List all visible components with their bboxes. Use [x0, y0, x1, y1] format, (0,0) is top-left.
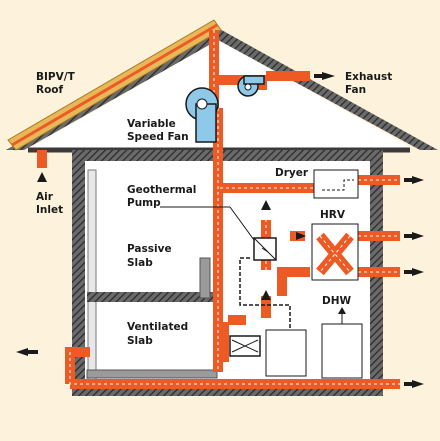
- attic-space: [30, 40, 412, 148]
- arrow-floor-out: [412, 380, 424, 388]
- arrow-hrv-in: [296, 232, 306, 240]
- arrow-pump-up: [261, 200, 271, 210]
- geothermal-pump: [160, 206, 277, 261]
- passive-slab-label-2: Slab: [127, 257, 153, 269]
- passive-slab: [87, 257, 217, 302]
- ventilated-slab-label-2: Slab: [127, 335, 153, 347]
- exhaust-label: Exhaust: [345, 71, 392, 83]
- roof-label-2: Roof: [36, 84, 64, 96]
- passive-slab-label: Passive: [127, 243, 172, 255]
- duct-network: [37, 30, 400, 389]
- fan-label: Variable: [127, 118, 176, 130]
- geothermal-label: Geothermal: [127, 184, 196, 196]
- air-inlet-label-2: Inlet: [36, 204, 63, 216]
- labels: BIPV/T Roof Air Inlet Variable Speed Fan…: [36, 71, 392, 347]
- roof-label: BIPV/T: [36, 71, 76, 83]
- hrv-unit: [311, 223, 359, 281]
- arrow-hrv-out-1: [412, 232, 424, 240]
- arrow-dryer-out: [412, 176, 424, 184]
- exhaust-fan: [237, 75, 265, 97]
- exhaust-label-2: Fan: [345, 84, 366, 96]
- fan-label-2: Speed Fan: [127, 131, 189, 143]
- arrow-air-inlet: [37, 172, 47, 182]
- arrow-hrv-out-2: [412, 268, 424, 276]
- bipvt-panel: [7, 19, 222, 151]
- arrow-pump-up-2: [261, 290, 271, 300]
- ventilated-slab-label: Ventilated: [127, 321, 188, 333]
- dryer: [313, 169, 359, 199]
- flow-arrows: [16, 72, 424, 388]
- dhw-label: DHW: [322, 295, 352, 307]
- geothermal-label-2: Pump: [127, 197, 161, 209]
- variable-speed-fan: [185, 87, 219, 143]
- arrow-exhaust: [322, 72, 335, 80]
- dhw-tanks: [265, 307, 363, 379]
- ventilated-slab: [86, 369, 218, 379]
- heat-exchanger: [229, 335, 261, 357]
- arrow-left-out: [16, 348, 28, 356]
- dryer-label: Dryer: [275, 167, 309, 179]
- air-inlet-label: Air: [36, 191, 54, 203]
- hrv-label: HRV: [320, 209, 346, 221]
